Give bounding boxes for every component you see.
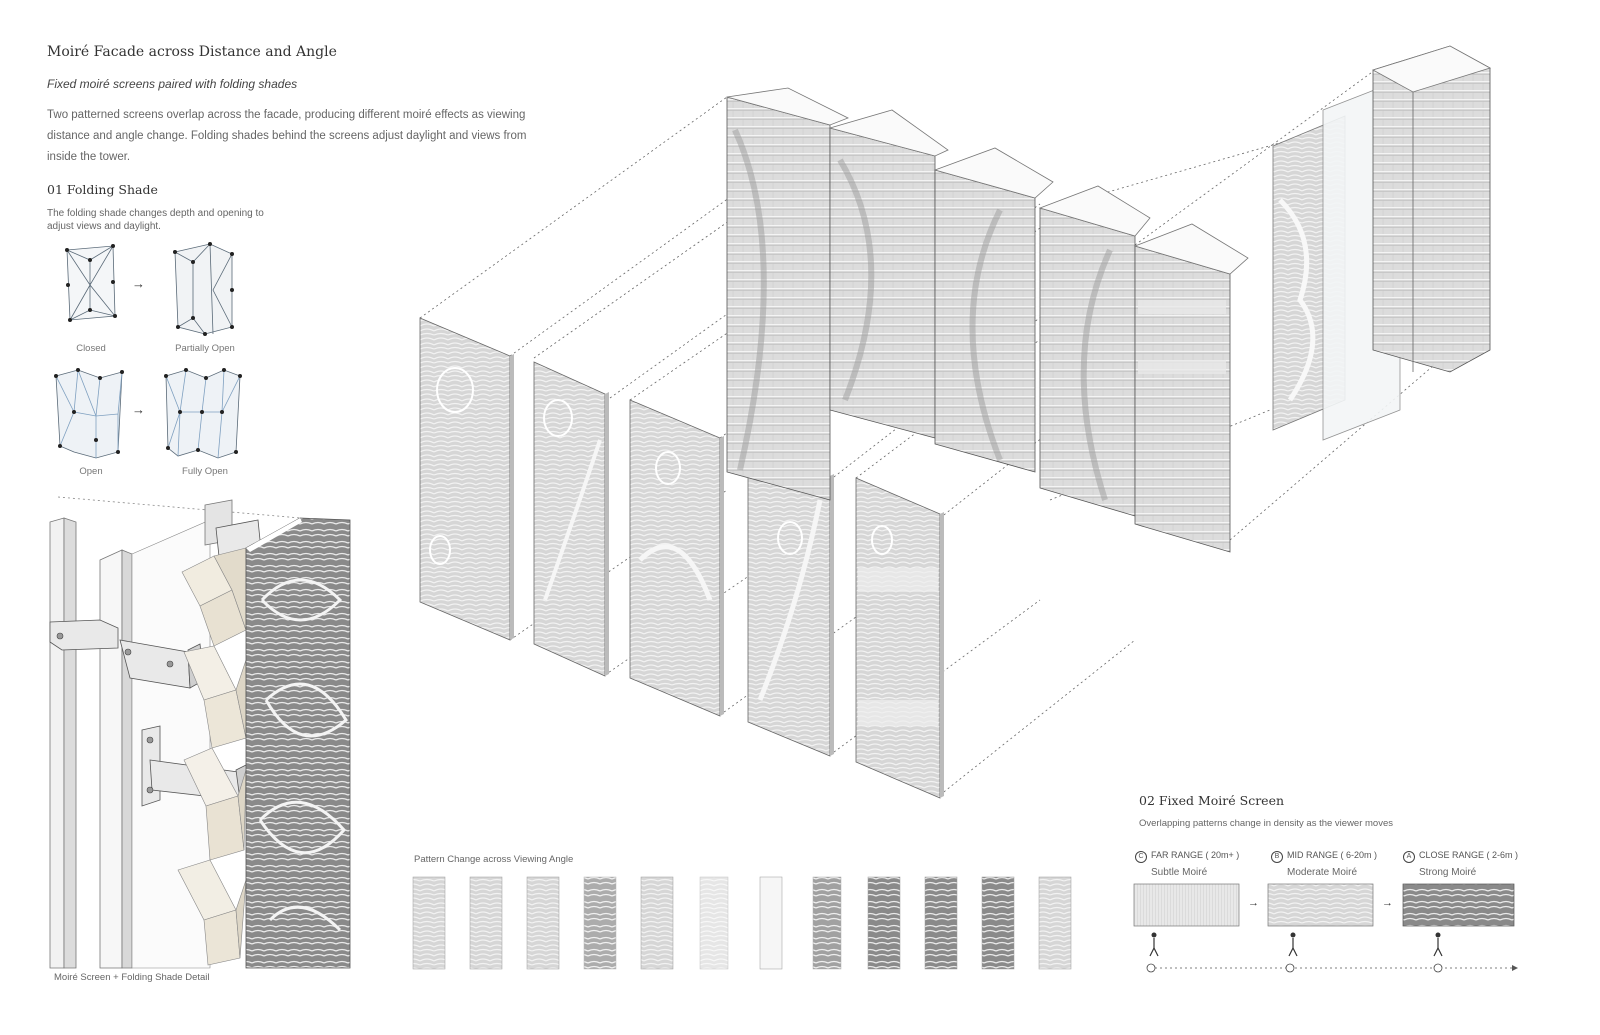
moire-panel [419, 317, 514, 641]
viewing-angle-caption: Pattern Change across Viewing Angle [414, 854, 574, 865]
fixed-screen-heading: 02 Fixed Moiré Screen [1139, 793, 1285, 808]
moire-panel [747, 441, 834, 757]
close-range-sample [1402, 883, 1515, 927]
fixed-screen-description: Overlapping patterns change in density a… [1139, 818, 1393, 829]
angle-thumbnail [812, 876, 842, 970]
marker-b-icon: B [1271, 851, 1283, 863]
marker-c-icon [1146, 963, 1156, 973]
detail-caption: Moiré Screen + Folding Shade Detail [54, 972, 210, 983]
tower [933, 147, 1054, 473]
tower [1133, 223, 1249, 553]
viewer-icon [1435, 932, 1441, 938]
state-label-partially-open: Partially Open [175, 343, 235, 354]
arrow-icon: → [1382, 897, 1393, 909]
folding-shade-open [54, 368, 124, 459]
viewer-icon [1290, 932, 1296, 938]
angle-thumbnail [699, 876, 729, 970]
angle-thumbnail [526, 876, 560, 970]
marker-c-icon: C [1135, 851, 1147, 863]
page-title: Moiré Facade across Distance and Angle [47, 44, 337, 60]
folding-shade-fully-open [164, 368, 242, 459]
page-subtitle: Fixed moiré screens paired with folding … [47, 77, 298, 91]
range-far: C FAR RANGE ( 20m+ ) Subtle Moiré [1135, 845, 1239, 878]
range-effect: Moderate Moiré [1287, 867, 1358, 878]
state-label-open: Open [79, 466, 103, 477]
range-label: CLOSE RANGE ( 2-6m ) [1419, 850, 1519, 860]
moire-panel [533, 361, 609, 677]
viewing-angle-strip [412, 876, 1072, 970]
angle-thumbnail [981, 876, 1015, 970]
screen-detail-drawing [49, 496, 351, 969]
folding-shade-closed [65, 244, 117, 322]
arrow-icon: → [132, 402, 145, 417]
folding-shade-description: The folding shade changes depth and open… [47, 208, 264, 232]
range-effect: Strong Moiré [1419, 867, 1477, 878]
marker-a-icon: A [1403, 851, 1415, 863]
tower [828, 109, 949, 439]
state-label-closed: Closed [76, 343, 106, 354]
tower-core [1371, 45, 1492, 373]
moire-panel [855, 477, 944, 799]
angle-thumbnail [640, 876, 674, 970]
range-close: A CLOSE RANGE ( 2-6m ) Strong Moiré [1403, 845, 1518, 878]
folding-shade-partially-open [173, 242, 234, 336]
range-label: FAR RANGE ( 20m+ ) [1151, 850, 1240, 860]
angle-thumbnail [867, 876, 901, 970]
angle-thumbnail [1038, 876, 1072, 970]
angle-thumbnail [469, 876, 503, 970]
angle-thumbnail [412, 876, 446, 970]
tower [1038, 185, 1151, 517]
state-label-fully-open: Fully Open [182, 466, 228, 477]
intro-paragraph: Two patterned screens overlap across the… [47, 109, 527, 163]
viewer-icon [1151, 932, 1157, 938]
range-samples [1133, 883, 1518, 973]
arrow-icon: → [132, 276, 145, 291]
range-label: MID RANGE ( 6-20m ) [1287, 850, 1378, 860]
tower [726, 87, 849, 501]
far-range-sample [1133, 883, 1240, 927]
mid-range-sample [1267, 883, 1374, 927]
marker-a-icon [1433, 963, 1443, 973]
range-mid: B MID RANGE ( 6-20m ) Moderate Moiré [1271, 845, 1377, 878]
angle-thumbnail [924, 876, 958, 970]
marker-b-icon [1285, 963, 1295, 973]
range-effect: Subtle Moiré [1151, 867, 1208, 878]
arrow-icon: → [1248, 897, 1259, 909]
angle-thumbnail [759, 876, 783, 970]
angle-thumbnail [583, 876, 617, 970]
moire-panel [629, 399, 724, 717]
folding-shade-heading: 01 Folding Shade [47, 182, 158, 197]
